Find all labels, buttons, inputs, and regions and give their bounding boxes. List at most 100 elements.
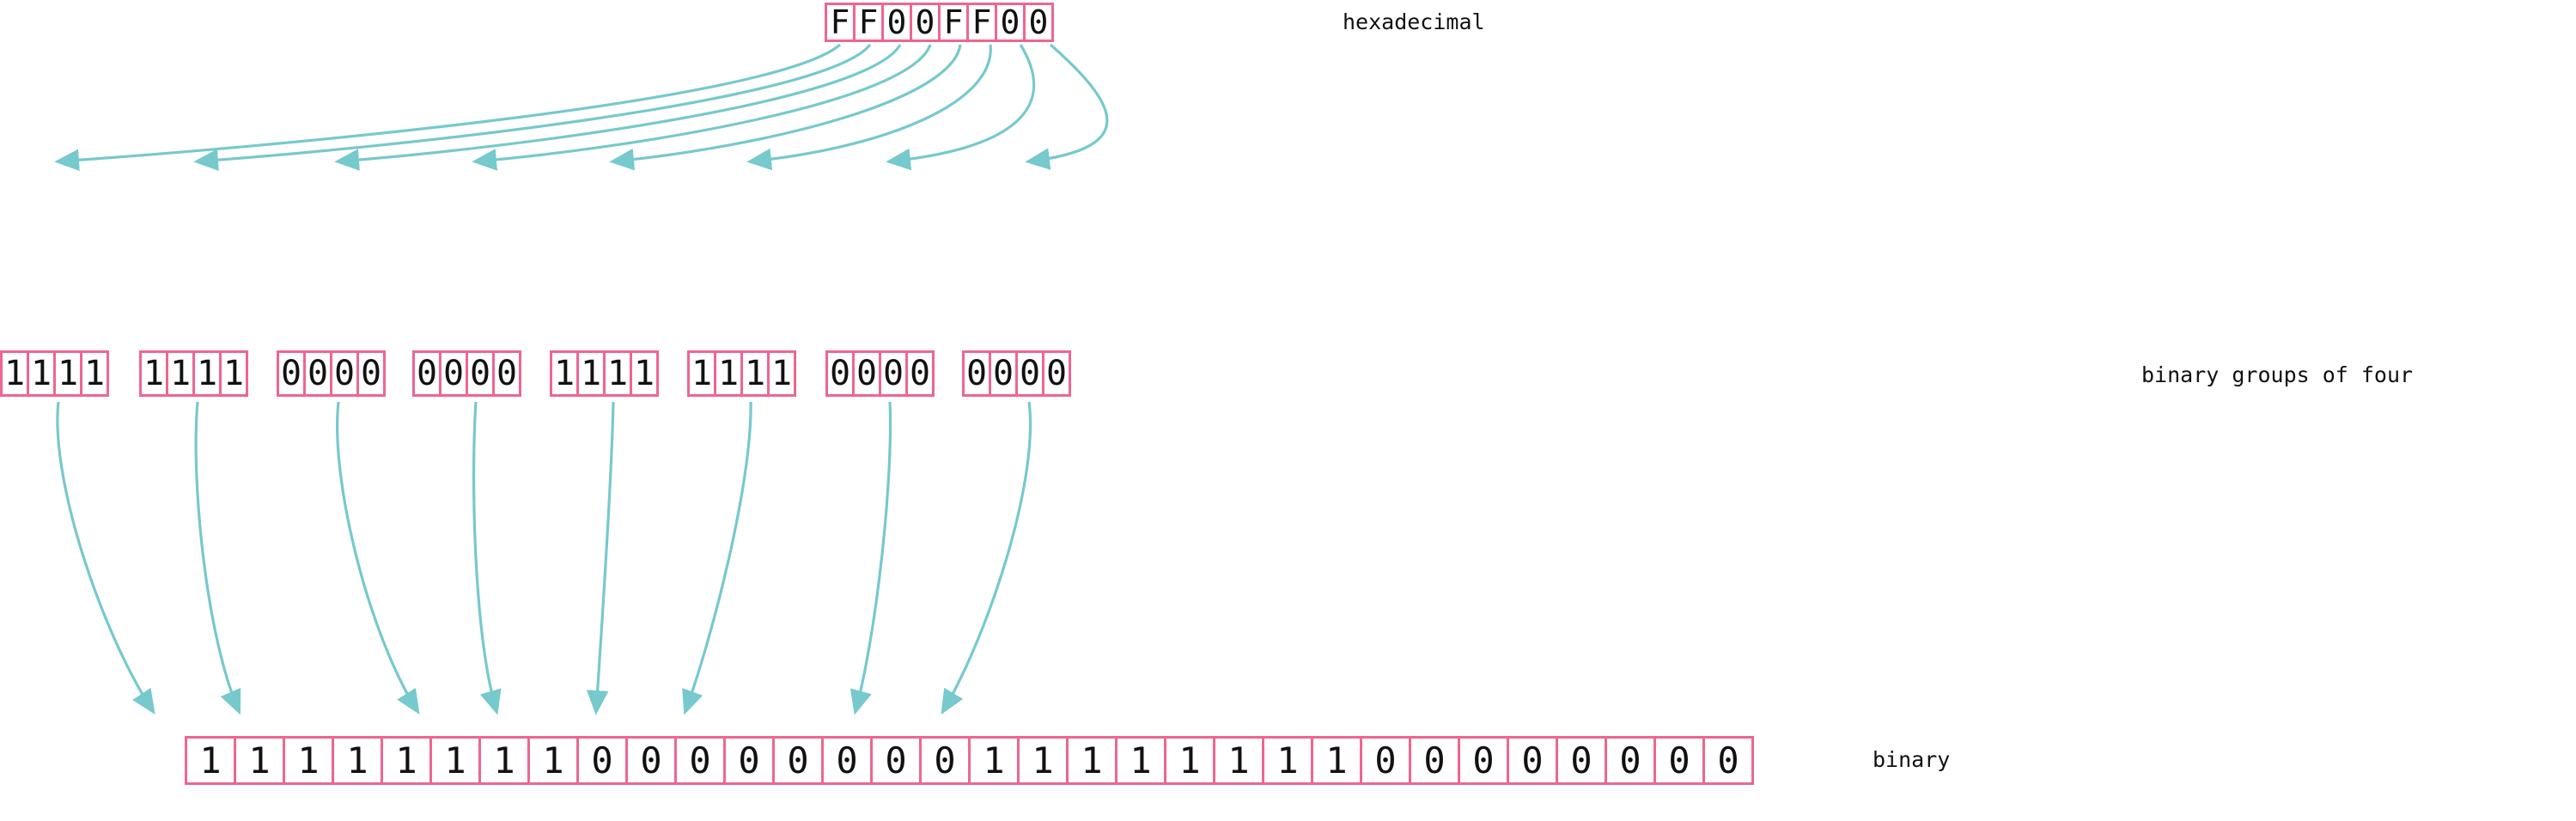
arrow-group-to-binary [850,401,892,715]
arrows-hex-to-groups [54,43,1109,172]
binary-group-bit-cell: 1 [714,350,743,397]
binary-bit-cell: 1 [478,736,530,785]
binary-bit-cell: 0 [576,736,628,785]
binary-bit-cell: 0 [870,736,922,785]
binary-group-bit-cell: 1 [740,350,770,397]
arrow-group-to-binary [472,401,502,715]
binary-group-bit-cell: 1 [767,350,796,397]
binary-group-bit-cell: 1 [576,350,606,397]
binary-group-bit-cell: 1 [0,350,29,397]
arrow-hex-to-group [472,44,932,171]
binary-bit-cell: 0 [1507,736,1558,785]
binary-row-label: binary [1873,747,1951,772]
binary-group-bit-cell: 0 [330,350,359,397]
binary-bit-cell: 0 [821,736,873,785]
binary-bit-cell: 0 [919,736,971,785]
arrow-group-to-binary [56,401,155,715]
binary-groups-row-label: binary groups of four [2141,362,2414,387]
binary-bit-cell: 1 [234,736,285,785]
arrow-hex-to-group [334,44,902,171]
binary-group-bit-cell: 0 [303,350,332,397]
binary-group-bit-cell: 1 [139,350,168,397]
binary-group-bit-cell: 1 [550,350,579,397]
binary-bit-cell: 0 [772,736,824,785]
binary-group-bit-cell: 1 [192,350,222,397]
binary-group-bit-cell: 0 [962,350,991,397]
binary-bit-cell: 1 [283,736,334,785]
binary-bit-cell: 1 [1066,736,1117,785]
binary-group-bit-cell: 0 [852,350,881,397]
arrow-hex-to-group [1025,43,1109,170]
binary-group-bit-cell: 1 [27,350,56,397]
binary-group-bit-cell: 0 [356,350,386,397]
arrow-group-to-binary [941,401,1032,715]
binary-group-bit-cell: 0 [1015,350,1044,397]
binary-bit-cell: 0 [1409,736,1460,785]
hexadecimal-row-label: hexadecimal [1343,9,1485,34]
binary-group-bit-cell: 1 [53,350,82,397]
binary-bit-cell: 0 [723,736,775,785]
arrows-groups-to-binary [56,401,1032,715]
binary-group-bit-cell: 1 [219,350,248,397]
binary-bit-cell: 1 [1017,736,1069,785]
binary-bit-cell: 1 [1311,736,1362,785]
binary-group-bit-cell: 0 [1042,350,1071,397]
binary-group-bit-cell: 1 [80,350,109,397]
arrow-hex-to-group [746,44,992,171]
hex-digit-cell: F [966,3,997,42]
binary-group-bit-cell: 0 [439,350,468,397]
hex-digit-cell: F [825,3,856,42]
arrow-group-to-binary [194,401,241,715]
hex-digit-cell: 0 [881,3,912,42]
arrow-hex-to-group [886,44,1036,171]
binary-bit-cell: 1 [968,736,1020,785]
binary-bit-cell: 1 [332,736,383,785]
binary-bit-cell: 1 [1213,736,1264,785]
hex-digit-cell: F [938,3,969,42]
binary-bit-cell: 0 [1360,736,1411,785]
binary-group-bit-cell: 0 [277,350,306,397]
arrow-group-to-binary [586,401,615,715]
arrow-hex-to-group [54,43,842,172]
hex-digit-cell: 0 [995,3,1026,42]
binary-bit-cell: 1 [185,736,236,785]
binary-group-bit-cell: 1 [687,350,716,397]
binary-bit-cell: 0 [1605,736,1656,785]
binary-bit-cell: 0 [1458,736,1509,785]
binary-group-bit-cell: 0 [989,350,1018,397]
hex-digit-cell: 0 [910,3,941,42]
arrow-hex-to-group [609,44,962,171]
binary-bit-cell: 0 [1653,736,1705,785]
arrow-hex-to-group [193,44,872,172]
binary-group-bit-cell: 0 [905,350,935,397]
binary-bit-cell: 1 [429,736,481,785]
binary-group-bit-cell: 0 [466,350,495,397]
binary-bit-cell: 1 [1164,736,1215,785]
binary-bit-cell: 1 [527,736,579,785]
binary-bit-cell: 0 [625,736,677,785]
binary-bit-cell: 1 [1115,736,1166,785]
hex-digit-cell: F [853,3,884,42]
binary-group-bit-cell: 0 [412,350,442,397]
hex-digit-cell: 0 [1023,3,1054,42]
binary-group-bit-cell: 0 [879,350,908,397]
binary-group-bit-cell: 0 [492,350,521,397]
binary-group-bit-cell: 1 [603,350,632,397]
binary-bit-cell: 1 [1262,736,1313,785]
binary-bit-cell: 0 [674,736,726,785]
arrow-group-to-binary [682,401,752,715]
arrow-group-to-binary [336,401,420,715]
binary-bit-cell: 1 [381,736,432,785]
